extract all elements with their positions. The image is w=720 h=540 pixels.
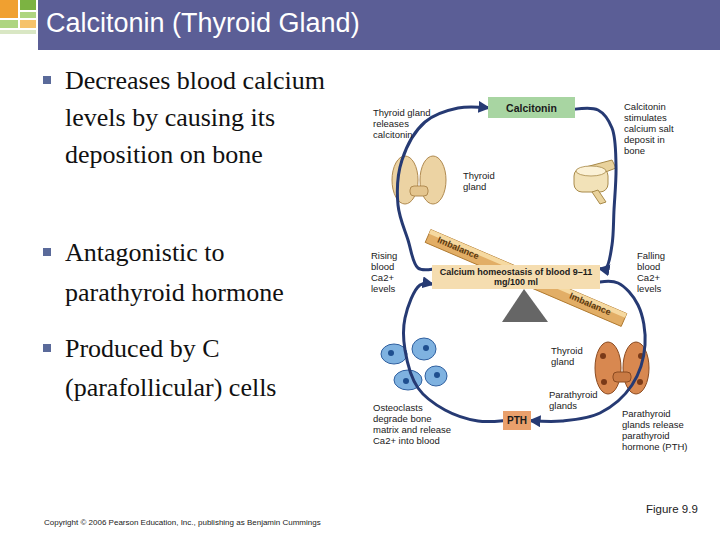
thyroid-lobe: [420, 156, 446, 204]
osteoclast-cell: [412, 338, 436, 360]
bullet-marker: [43, 76, 51, 84]
gland-label: Parathyroid glands: [549, 389, 605, 411]
title-bar: [38, 0, 720, 50]
node-label: PTH: [507, 416, 527, 426]
corner-tile: [20, 12, 36, 18]
parathyroid-gland: [637, 379, 643, 385]
bone-process: [592, 190, 606, 204]
gland-label: Thyroid gland: [551, 345, 591, 367]
hormone-box: Calcitonin: [488, 97, 575, 118]
vertebra-top: [576, 166, 606, 176]
osteoclast-cell: [425, 366, 447, 386]
annotation: Rising blood Ca2+ levels: [371, 250, 405, 294]
bullet-text: Antagonistic to parathyroid hormone: [65, 233, 335, 313]
fulcrum: [502, 289, 548, 322]
annotation: Calcitonin stimulates calcium salt depos…: [624, 101, 680, 156]
cell-nucleus: [403, 378, 409, 384]
parathyroid-gland: [600, 353, 606, 359]
slide-title: Calcitonin (Thyroid Gland): [46, 8, 360, 39]
copyright-note: Copyright © 2006 Pearson Education, Inc.…: [44, 518, 464, 527]
hormone-box: PTH: [503, 411, 531, 430]
thyroid-lobe: [595, 342, 621, 394]
thyroid-lobe: [392, 156, 418, 204]
feedback-arrow: [403, 284, 503, 422]
corner-tile: [20, 20, 36, 28]
thyroid-isthmus: [613, 372, 631, 382]
corner-tile: [20, 0, 36, 10]
feedback-arrow: [531, 281, 645, 421]
homeostasis-band: Calcium homeostasis of blood 9–11 mg/100…: [432, 265, 600, 289]
cell-nucleus: [423, 345, 429, 351]
corner-tile: [0, 30, 36, 34]
imbalance-label: Imbalance: [428, 232, 487, 266]
annotation: Thyroid gland releases calcitonin: [373, 107, 439, 140]
thyroid-isthmus: [410, 186, 428, 196]
cell-nucleus: [434, 372, 440, 378]
bullet-marker: [43, 344, 51, 352]
annotation: Parathyroid glands release parathyroid h…: [622, 408, 700, 452]
node-label: Calcium homeostasis of blood 9–11 mg/100…: [434, 267, 598, 287]
gland-label: Thyroid gland: [463, 170, 503, 192]
corner-tile: [0, 20, 18, 28]
annotation: Falling blood Ca2+ levels: [637, 250, 675, 294]
corner-tile: [0, 0, 18, 18]
annotation: Osteoclasts degrade bone matrix and rele…: [373, 402, 457, 446]
bullet-text: Produced by C (parafollicular) cells: [65, 329, 335, 407]
cell-nucleus: [388, 350, 394, 356]
bullet-marker: [43, 248, 51, 256]
seesaw-plank: [425, 230, 627, 327]
node-label: Calcitonin: [506, 103, 557, 113]
parathyroid-gland: [601, 379, 607, 385]
feedback-arrow: [575, 108, 616, 269]
figure-number: Figure 9.9: [646, 503, 716, 515]
bullet-text: Decreases blood calcium levels by causin…: [65, 62, 335, 173]
